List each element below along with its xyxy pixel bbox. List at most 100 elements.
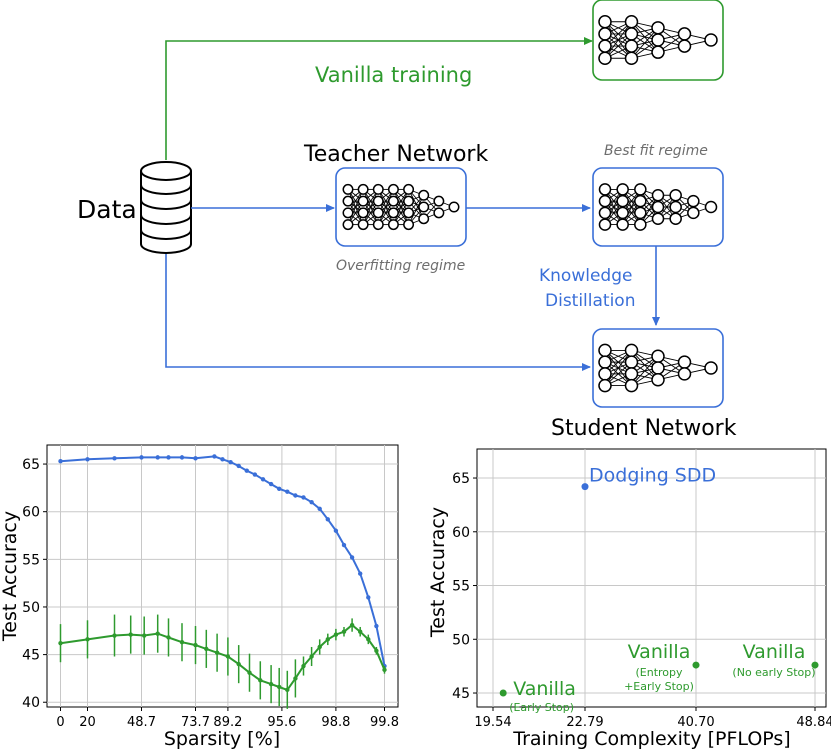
- sparsity-data-point: [225, 654, 231, 659]
- sparsity-data-point: [166, 635, 171, 640]
- sparsity-data-point: [193, 456, 198, 461]
- bestfit-net-edge: [622, 189, 641, 225]
- bestfit-net-neuron: [687, 206, 700, 220]
- sparsity-data-point: [258, 678, 263, 683]
- complexity-data-point: [499, 689, 507, 697]
- student-network-title: Student Network: [551, 416, 737, 441]
- teacher-net-neuron: [403, 219, 415, 231]
- sparsity-data-point: [268, 681, 274, 687]
- sparsity-data-point: [349, 622, 355, 628]
- complexity-data-point: [692, 661, 700, 669]
- bestfit-net-neuron: [616, 194, 629, 208]
- student-net-neuron: [598, 378, 612, 393]
- kd-label-line1: Knowledge: [539, 266, 632, 286]
- teacher-net-neuron: [357, 195, 369, 207]
- sparsity-data-point: [285, 687, 290, 693]
- complexity-point-label: Vanilla: [628, 641, 691, 663]
- sparsity-data-point: [112, 456, 117, 461]
- sparsity-data-point: [193, 642, 198, 648]
- complexity-y-tick-label: 55: [452, 579, 470, 595]
- complexity-point-sublabel: +Early Stop): [624, 680, 694, 693]
- vanilla-net-neuron: [651, 33, 665, 47]
- sparsity-data-point: [341, 542, 347, 548]
- bestfit-net-neuron: [634, 218, 647, 231]
- sparsity-data-point: [252, 472, 258, 477]
- complexity-points: Vanilla(Early Stop)Dodging SDDVanilla(En…: [499, 465, 819, 714]
- teacher-net-edge: [393, 189, 409, 225]
- vanilla-training-label: Vanilla training: [315, 63, 472, 87]
- bestfit-net-neuron: [651, 188, 665, 202]
- sparsity-data-point: [358, 629, 363, 634]
- student-network-box: [592, 328, 724, 408]
- student-net-neuron: [651, 372, 665, 387]
- bestfit-net-neuron: [669, 188, 682, 202]
- sparsity-y-tick-label: 40: [22, 695, 40, 711]
- student-net-neuron: [598, 355, 612, 369]
- student-net-edge: [604, 350, 632, 386]
- student-net-neuron: [598, 367, 612, 381]
- sparsity-data-point: [374, 648, 379, 653]
- sparsity-data-point: [317, 506, 322, 512]
- vanilla-net-neuron: [598, 39, 612, 53]
- student-net-neuron: [624, 343, 639, 358]
- vanilla-net-neuron: [598, 14, 612, 29]
- sparsity-data-point: [228, 459, 233, 465]
- sparsity-y-tick-label: 65: [22, 457, 40, 473]
- teacher-network-title: Teacher Network: [303, 142, 488, 167]
- sparsity-data-point: [220, 457, 225, 462]
- teacher-net-neuron: [448, 201, 460, 213]
- complexity-y-tick-label: 65: [452, 471, 470, 487]
- vanilla-net-neuron: [624, 39, 639, 53]
- teacher-net-neuron: [357, 219, 369, 231]
- vanilla-arrow: [165, 37, 593, 160]
- bestfit-net-neuron: [669, 212, 682, 226]
- vanilla-net-neuron: [598, 27, 612, 41]
- complexity-x-tick-label: 19.54: [474, 715, 511, 730]
- sparsity-data-point: [293, 676, 298, 681]
- sparsity-plot-frame: [46, 444, 399, 708]
- complexity-x-tick-label: 40.70: [677, 715, 714, 730]
- bestfit-net-neuron: [634, 194, 647, 208]
- sparsity-data-point: [317, 644, 322, 650]
- sparsity-data-point: [268, 481, 274, 487]
- sparsity-data-point: [236, 661, 241, 667]
- vanilla-net-neuron: [598, 51, 612, 66]
- bestfit-net-edge: [604, 189, 624, 225]
- teacher-net-neuron: [403, 207, 415, 219]
- sparsity-data-point: [214, 650, 220, 655]
- teacher-net-edge: [408, 195, 425, 225]
- vanilla-net-neuron: [704, 33, 718, 47]
- sparsity-data-point: [277, 684, 282, 690]
- bestfit-net-neuron: [634, 206, 647, 220]
- teacher-net-neuron: [372, 219, 384, 231]
- sparsity-data-point: [212, 454, 217, 459]
- teacher-net-edge: [362, 189, 379, 225]
- teacher-net-neuron: [433, 195, 445, 207]
- bestfit-net-neuron: [616, 206, 629, 220]
- teacher-net-neuron: [357, 183, 369, 195]
- vanilla-net-neuron: [677, 27, 692, 41]
- sparsity-data-point: [244, 468, 249, 473]
- sparsity-data-point: [325, 517, 330, 522]
- student-net-neuron: [624, 378, 639, 393]
- bestfit-net-neuron: [616, 183, 629, 196]
- bestfit-net-neuron: [634, 183, 647, 196]
- bestfit-net-neuron: [651, 212, 665, 226]
- teacher-net-neuron: [357, 207, 369, 219]
- teacher-net-neuron: [433, 207, 445, 219]
- teacher-net-neuron: [372, 207, 384, 219]
- teacher-net-neuron: [387, 195, 399, 207]
- sparsity-x-tick-label: 73.7: [181, 715, 210, 730]
- sparsity-data-point: [128, 632, 133, 637]
- bestfit-net-neuron: [616, 218, 629, 231]
- complexity-point-label: Vanilla: [743, 641, 806, 663]
- sparsity-x-tick-label: 0: [56, 715, 64, 730]
- database-icon: [140, 161, 192, 254]
- sparsity-data-point: [382, 667, 387, 673]
- vanilla-net-neuron: [624, 51, 639, 66]
- sparsity-data-point: [301, 495, 306, 500]
